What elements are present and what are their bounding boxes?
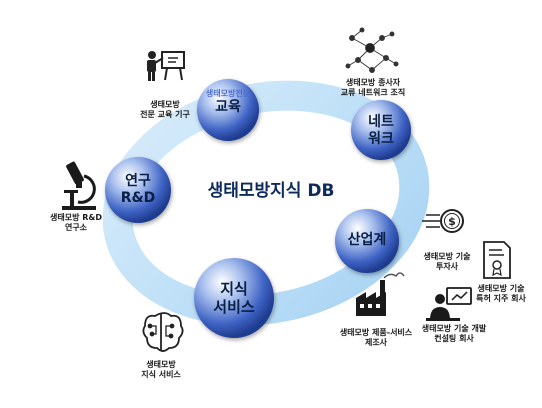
- label-network-org-line1: 생태모방 종사자: [345, 78, 401, 87]
- node-service-line1: 지식: [220, 280, 248, 298]
- label-consulting-line2: 컨설팅 회사: [434, 334, 474, 343]
- label-edu-org: 생태모방 전문 교육 기구: [130, 100, 200, 120]
- node-network: [351, 100, 411, 160]
- label-network-org-line2: 교류 네트워크 조직: [340, 88, 406, 97]
- node-research-text: 연구 R&D: [103, 173, 173, 207]
- label-investor-line2: 투자사: [435, 262, 459, 271]
- brain-circuit-icon: [142, 312, 184, 352]
- label-knowledge-service-line2: 지식 서비스: [141, 370, 181, 379]
- label-network-org: 생태모방 종사자 교류 네트워크 조직: [330, 78, 416, 98]
- node-education-big: 교육: [215, 99, 241, 115]
- svg-text:$: $: [448, 215, 456, 228]
- node-research: [105, 157, 171, 223]
- label-knowledge-service: 생태모방 지식 서비스: [126, 360, 196, 380]
- label-investor: 생태모방 기술 투자사: [416, 252, 478, 272]
- node-network-text: 네트 워크: [351, 114, 411, 148]
- label-patent-line1: 생태모방 기술: [477, 284, 525, 293]
- label-manufacturer-line1: 생태모방 제품-서비스: [339, 328, 413, 337]
- node-research-line2: R&D: [120, 190, 156, 206]
- dollar-coin-icon: $: [422, 209, 464, 233]
- label-manufacturer: 생태모방 제품-서비스 제조사: [330, 328, 422, 348]
- node-network-line2: 워크: [368, 131, 394, 147]
- factory-icon: [356, 272, 405, 316]
- label-edu-org-line1: 생태모방: [150, 100, 180, 109]
- node-service-line2: 서비스: [213, 298, 255, 316]
- node-research-line1: 연구: [125, 173, 151, 189]
- label-consulting-line1: 생태모방 기술 개발: [421, 324, 487, 333]
- node-education-small: 생태모방전문: [205, 89, 251, 98]
- node-service-text: 지식 서비스: [194, 280, 274, 316]
- node-service: [194, 258, 274, 338]
- teacher-board-icon: [147, 51, 185, 81]
- label-manufacturer-line2: 제조사: [364, 338, 388, 347]
- node-industry-text: 산업계: [333, 232, 401, 249]
- label-patent: 생태모방 기술 특허 지주 회사: [466, 284, 536, 304]
- label-patent-line2: 특허 지주 회사: [476, 294, 526, 303]
- label-consulting: 생태모방 기술 개발 컨설팅 회사: [412, 324, 496, 344]
- node-industry: [335, 209, 399, 273]
- center-title: 생태모방지식 DB: [207, 181, 335, 201]
- certificate-icon: [483, 241, 511, 279]
- node-education-text: 생태모방전문 교육: [193, 88, 263, 116]
- label-investor-line1: 생태모방 기술: [423, 252, 471, 261]
- microscope-icon: [62, 161, 96, 210]
- label-edu-org-line2: 전문 교육 기구: [140, 110, 190, 119]
- label-research-org-line2: 연구소: [64, 223, 88, 232]
- label-research-org: 생태모방 R&D 연구소: [38, 213, 114, 233]
- consultant-icon: [426, 287, 472, 321]
- label-research-org-line1: 생태모방 R&D: [49, 213, 102, 222]
- label-knowledge-service-line1: 생태모방: [146, 360, 176, 369]
- node-industry-line1: 산업계: [347, 232, 387, 248]
- node-network-line1: 네트: [368, 114, 394, 130]
- network-nodes-icon: [345, 27, 399, 73]
- node-education: [197, 79, 259, 141]
